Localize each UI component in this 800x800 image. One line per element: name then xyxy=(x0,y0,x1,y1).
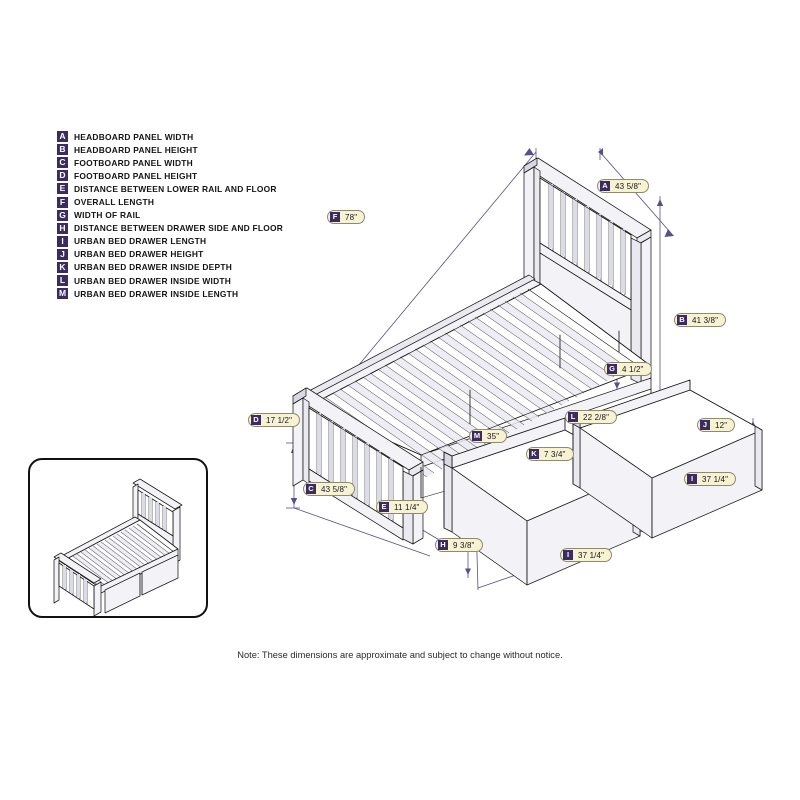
callout-badge-i-right: I xyxy=(687,474,697,484)
callout-value-m: 35" xyxy=(487,431,500,441)
callout-badge-i-bottom: I xyxy=(563,550,573,560)
callout-badge-k: K xyxy=(529,449,539,459)
callout-value-h: 9 3/8" xyxy=(453,540,475,550)
legend-item-d: D FOOTBOARD PANEL HEIGHT xyxy=(57,169,337,182)
legend-badge-j: J xyxy=(57,248,68,260)
legend-badge-a: A xyxy=(57,131,68,143)
callout-value-j: 12" xyxy=(715,420,728,430)
legend-badge-e: E xyxy=(57,183,68,195)
legend-badge-f: F xyxy=(57,196,68,208)
legend-label-g: WIDTH OF RAIL xyxy=(74,210,141,221)
legend-item-j: J URBAN BED DRAWER HEIGHT xyxy=(57,248,337,261)
callout-e: E 11 1/4" xyxy=(376,500,428,514)
callout-badge-l: L xyxy=(568,412,578,422)
callout-l: L 22 2/8" xyxy=(565,410,618,424)
callout-value-k: 7 3/4" xyxy=(544,449,566,459)
callout-badge-j: J xyxy=(700,420,710,430)
callout-badge-a: A xyxy=(600,181,610,191)
callout-value-f: 78" xyxy=(345,212,358,222)
legend-label-m: URBAN BED DRAWER INSIDE LENGTH xyxy=(74,288,239,299)
callout-k: K 7 3/4" xyxy=(526,447,574,461)
legend-badge-h: H xyxy=(57,222,68,234)
callout-badge-e: E xyxy=(379,502,389,512)
legend-label-d: FOOTBOARD PANEL HEIGHT xyxy=(74,170,198,181)
callout-value-c: 43 5/8" xyxy=(321,484,348,494)
legend-label-f: OVERALL LENGTH xyxy=(74,197,155,208)
legend-label-i: URBAN BED DRAWER LENGTH xyxy=(74,236,207,247)
legend-badge-d: D xyxy=(57,170,68,182)
callout-i-bottom: I 37 1/4" xyxy=(560,548,613,562)
disclaimer-note: Note: These dimensions are approximate a… xyxy=(237,650,563,660)
callout-value-l: 22 2/8" xyxy=(583,412,610,422)
legend-label-b: HEADBOARD PANEL HEIGHT xyxy=(74,144,198,155)
legend-badge-b: B xyxy=(57,144,68,156)
legend-label-e: DISTANCE BETWEEN LOWER RAIL AND FLOOR xyxy=(74,183,277,194)
headboard xyxy=(523,157,652,385)
legend: A HEADBOARD PANEL WIDTH B HEADBOARD PANE… xyxy=(57,130,337,300)
callout-value-g: 4 1/2" xyxy=(622,364,644,374)
legend-label-l: URBAN BED DRAWER INSIDE WIDTH xyxy=(74,275,232,286)
legend-item-k: K URBAN BED DRAWER INSIDE DEPTH xyxy=(57,261,337,274)
legend-badge-m: M xyxy=(57,288,68,300)
callout-value-a: 43 5/8" xyxy=(615,181,642,191)
legend-item-a: A HEADBOARD PANEL WIDTH xyxy=(57,130,337,143)
legend-label-k: URBAN BED DRAWER INSIDE DEPTH xyxy=(74,262,233,273)
callout-i-right: I 37 1/4" xyxy=(684,472,737,486)
legend-item-i: I URBAN BED DRAWER LENGTH xyxy=(57,235,337,248)
thumbnail-bed-drawing xyxy=(53,478,183,616)
legend-item-b: B HEADBOARD PANEL HEIGHT xyxy=(57,143,337,156)
legend-badge-i: I xyxy=(57,235,68,247)
callout-badge-b: B xyxy=(677,315,687,325)
legend-label-a: HEADBOARD PANEL WIDTH xyxy=(74,131,194,142)
callout-badge-m: M xyxy=(472,431,482,441)
callout-badge-h: H xyxy=(438,540,448,550)
callout-badge-g: G xyxy=(607,364,617,374)
callout-badge-c: C xyxy=(306,484,316,494)
callout-value-b: 41 3/8" xyxy=(692,315,719,325)
callout-b: B 41 3/8" xyxy=(674,313,727,327)
legend-item-f: F OVERALL LENGTH xyxy=(57,195,337,208)
callout-value-e: 11 1/4" xyxy=(394,502,420,512)
callout-h: H 9 3/8" xyxy=(435,538,483,552)
callout-m: M 35" xyxy=(469,429,508,443)
callout-value-d: 17 1/2" xyxy=(266,415,293,425)
callout-a: A 43 5/8" xyxy=(597,179,650,193)
callout-badge-d: D xyxy=(251,415,261,425)
callout-value-i-bottom: 37 1/4" xyxy=(578,550,605,560)
callout-j: J 12" xyxy=(697,418,736,432)
legend-item-e: E DISTANCE BETWEEN LOWER RAIL AND FLOOR xyxy=(57,182,337,195)
legend-badge-k: K xyxy=(57,261,68,273)
legend-label-c: FOOTBOARD PANEL WIDTH xyxy=(74,157,193,168)
callout-c: C 43 5/8" xyxy=(303,482,356,496)
legend-item-m: M URBAN BED DRAWER INSIDE LENGTH xyxy=(57,287,337,300)
product-thumbnail-inset xyxy=(28,458,208,618)
callout-value-i-right: 37 1/4" xyxy=(702,474,729,484)
legend-badge-c: C xyxy=(57,157,68,169)
callout-g: G 4 1/2" xyxy=(604,362,652,376)
legend-label-j: URBAN BED DRAWER HEIGHT xyxy=(74,249,204,260)
legend-label-h: DISTANCE BETWEEN DRAWER SIDE AND FLOOR xyxy=(74,223,284,234)
legend-badge-g: G xyxy=(57,209,68,221)
legend-badge-l: L xyxy=(57,275,68,287)
legend-item-g: G WIDTH OF RAIL xyxy=(57,209,337,222)
legend-item-l: L URBAN BED DRAWER INSIDE WIDTH xyxy=(57,274,337,287)
callout-badge-f: F xyxy=(330,212,340,222)
legend-item-c: C FOOTBOARD PANEL WIDTH xyxy=(57,156,337,169)
legend-item-h: H DISTANCE BETWEEN DRAWER SIDE AND FLOOR xyxy=(57,222,337,235)
callout-d: D 17 1/2" xyxy=(248,413,301,427)
callout-f: F 78" xyxy=(327,210,366,224)
